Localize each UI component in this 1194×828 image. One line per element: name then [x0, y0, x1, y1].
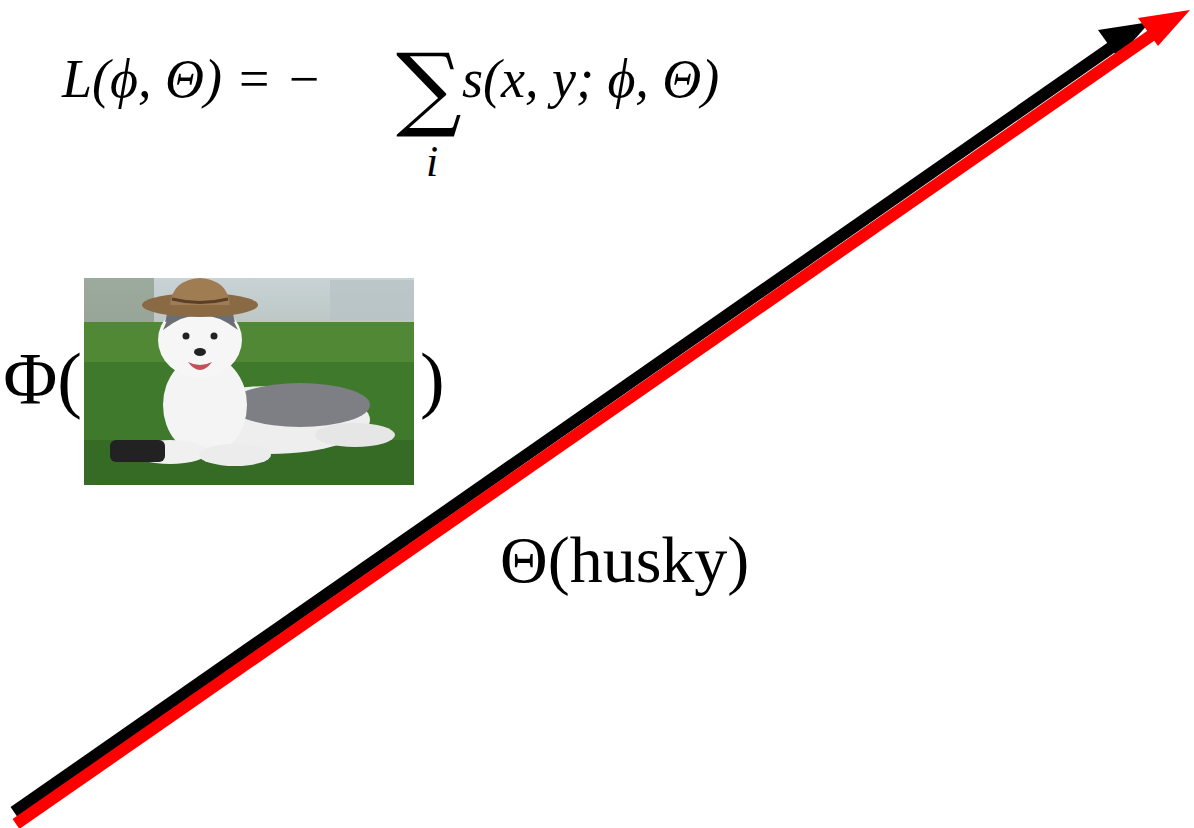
vector-arrow-red: [16, 10, 1190, 824]
sum-symbol: ∑: [396, 42, 462, 134]
sum-index: i: [426, 140, 438, 184]
theta-label: Θ(husky): [500, 527, 749, 593]
loss-formula: L(ϕ, Θ) = −: [62, 52, 322, 106]
score-formula: s(x, y; ϕ, Θ): [462, 52, 719, 106]
vector-arrow-black: [14, 22, 1150, 812]
phi-close: ): [420, 342, 445, 416]
husky-photo: [84, 278, 414, 485]
phi-open: Φ(: [3, 342, 82, 416]
